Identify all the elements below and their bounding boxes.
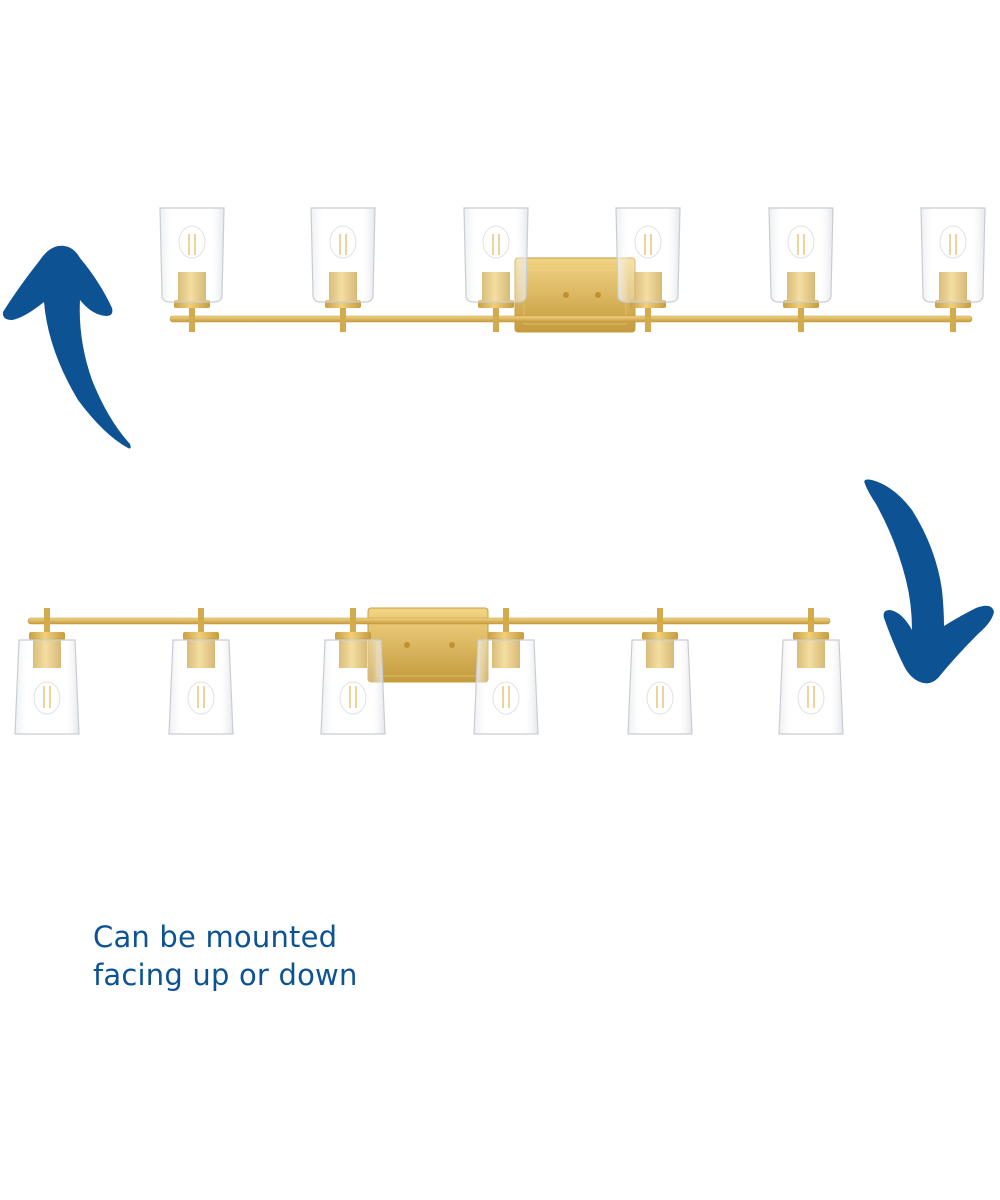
up-light-5 xyxy=(768,207,834,332)
up-light-2 xyxy=(310,207,376,332)
up-light-1 xyxy=(159,207,225,332)
fixture-facing-up-illustration xyxy=(159,207,986,333)
down-light-6 xyxy=(778,608,844,735)
up-light-4 xyxy=(615,207,681,332)
down-light-1 xyxy=(14,608,80,735)
up-light-3 xyxy=(463,207,529,332)
down-light-4 xyxy=(473,608,539,735)
curved-arrow-down-icon xyxy=(860,470,1000,700)
up-light-6 xyxy=(920,207,986,332)
down-light-2 xyxy=(168,608,234,735)
down-light-5 xyxy=(627,608,693,735)
caption-line-1: Can be mounted xyxy=(93,920,338,954)
vanity-fixture-facing-up xyxy=(0,200,1000,340)
down-light-3 xyxy=(320,608,386,735)
fixture-facing-down-illustration xyxy=(14,607,844,735)
vanity-fixture-facing-down xyxy=(0,600,1000,745)
mounting-caption: Can be mounted facing up or down xyxy=(93,918,358,994)
caption-line-2: facing up or down xyxy=(93,958,358,992)
curved-arrow-up-icon xyxy=(0,230,150,460)
